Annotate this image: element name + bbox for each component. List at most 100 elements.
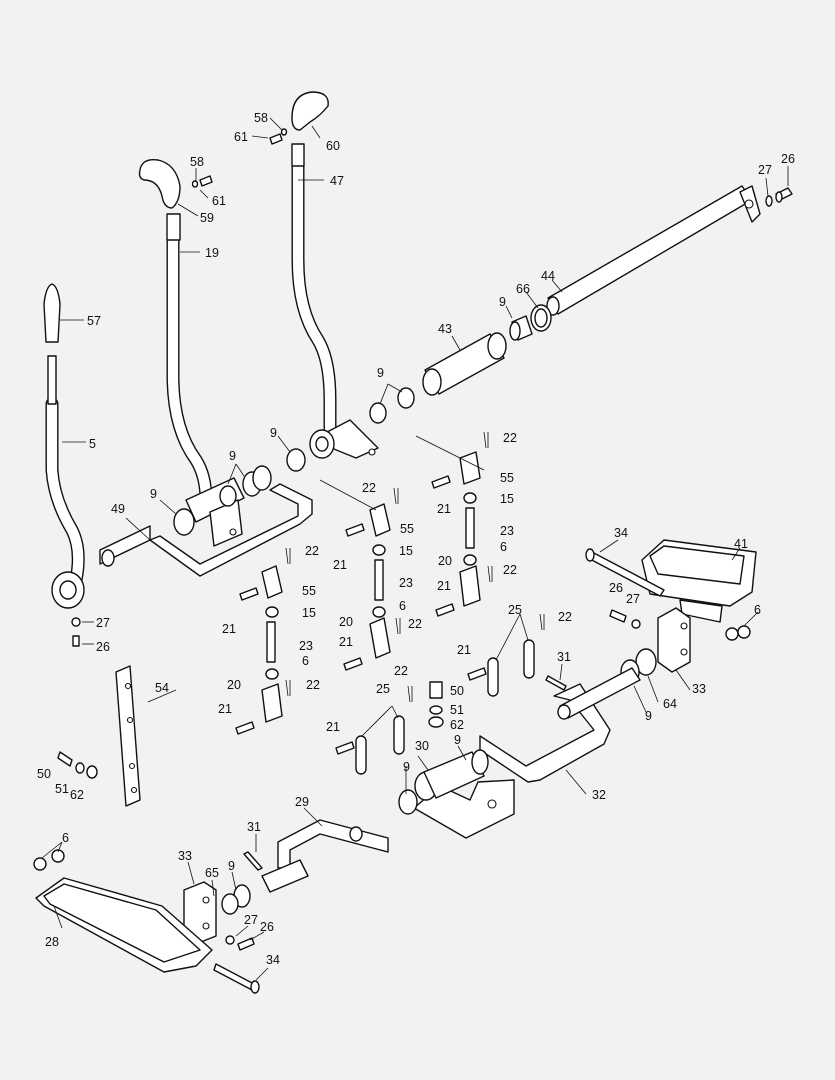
callout-label: 21: [218, 702, 232, 716]
bushings-9-pair: [369, 387, 415, 424]
callout-label: 26: [260, 920, 274, 934]
callout-label: 65: [205, 866, 219, 880]
callout-label: 20: [339, 615, 353, 629]
callout-label: 55: [500, 471, 514, 485]
callout-label: 61: [234, 130, 248, 144]
lever-47: [291, 143, 379, 459]
pin-31-left: [243, 851, 263, 871]
callout-label: 26: [609, 581, 623, 595]
callout-label: 25: [376, 682, 390, 696]
bolt-26-27-left: [225, 935, 255, 951]
callout-label: 23: [299, 639, 313, 653]
callout-label: 20: [227, 678, 241, 692]
leader-lines: [41, 117, 789, 981]
bracket-33-right: [657, 607, 691, 673]
bolt-26-27-right: [609, 609, 641, 629]
links-25-right: [487, 639, 535, 697]
callout-label: 66: [516, 282, 530, 296]
knob-60: [291, 91, 329, 131]
callout-label: 22: [362, 481, 376, 495]
callout-label: 9: [150, 487, 157, 501]
callout-label: 29: [295, 795, 309, 809]
pedal-41: [641, 539, 757, 623]
callout-label: 9: [499, 295, 506, 309]
callout-label: 22: [558, 610, 572, 624]
callout-label: 50: [37, 767, 51, 781]
bolt-34-bottom: [213, 963, 260, 994]
bolt-50-51-62-left: [57, 751, 98, 779]
callout-label: 15: [500, 492, 514, 506]
bolt-50-51-62: [428, 681, 444, 728]
callout-label: 31: [557, 650, 571, 664]
cotter-pins-22: [285, 431, 545, 703]
lever-19: [166, 213, 213, 507]
sleeve-43: [422, 332, 507, 396]
callout-label: 54: [155, 681, 169, 695]
callout-label: 43: [438, 322, 452, 336]
plate-54: [115, 665, 141, 807]
callout-label: 27: [244, 913, 258, 927]
callout-label: 15: [302, 606, 316, 620]
callout-label: 57: [87, 314, 101, 328]
callout-label: 33: [178, 849, 192, 863]
bolt-26-left: [72, 635, 80, 647]
callout-label: 55: [302, 584, 316, 598]
callout-label: 21: [222, 622, 236, 636]
callout-label: 9: [454, 733, 461, 747]
pedal-28: [35, 877, 213, 973]
callout-label: 21: [326, 720, 340, 734]
callout-label: 51: [55, 782, 69, 796]
lever-5: [45, 355, 85, 609]
callout-label: 9: [228, 859, 235, 873]
callout-label: 59: [200, 211, 214, 225]
nuts-6-right: [725, 625, 751, 641]
callout-label: 41: [734, 537, 748, 551]
callout-label: 22: [408, 617, 422, 631]
callout-label: 34: [614, 526, 628, 540]
bracket-32: [479, 667, 641, 783]
callout-label: 60: [326, 139, 340, 153]
callout-label: 34: [266, 953, 280, 967]
callout-label: 9: [229, 449, 236, 463]
nuts-6-left: [33, 849, 65, 871]
callout-label: 32: [592, 788, 606, 802]
callout-label: 6: [399, 599, 406, 613]
pivot-shaft-44: [546, 185, 761, 316]
callout-label: 9: [645, 709, 652, 723]
callout-label: 5: [89, 437, 96, 451]
bolt-26-top: [775, 187, 793, 203]
frame-49: [99, 477, 313, 577]
callout-label: 15: [399, 544, 413, 558]
bushing-9-upper: [509, 315, 533, 341]
callout-label: 55: [400, 522, 414, 536]
callout-label: 62: [450, 718, 464, 732]
screw-61-58-mid: [191, 175, 213, 188]
callouts: 26 27 44 66 9 43 9 9 58 61 60 47 58 61 5…: [37, 111, 795, 967]
callout-label: 6: [500, 540, 507, 554]
callout-label: 22: [503, 431, 517, 445]
knob-57: [43, 283, 61, 343]
bracket-29: [261, 819, 389, 893]
callout-label: 30: [415, 739, 429, 753]
callout-label: 27: [758, 163, 772, 177]
callout-label: 23: [500, 524, 514, 538]
callout-label: 20: [438, 554, 452, 568]
callout-label: 64: [663, 697, 677, 711]
callout-label: 28: [45, 935, 59, 949]
callout-label: 51: [450, 703, 464, 717]
callout-label: 58: [254, 111, 268, 125]
callout-label: 49: [111, 502, 125, 516]
callout-label: 31: [247, 820, 261, 834]
ring-66: [530, 304, 552, 332]
linkage-group-left: [235, 565, 283, 735]
callout-label: 62: [70, 788, 84, 802]
callout-label: 44: [541, 269, 555, 283]
pin-31-right: [545, 675, 567, 691]
callout-label: 21: [339, 635, 353, 649]
callout-label: 21: [437, 579, 451, 593]
callout-label: 27: [626, 592, 640, 606]
callout-label: 22: [394, 664, 408, 678]
callout-label: 6: [302, 654, 309, 668]
callout-label: 22: [305, 544, 319, 558]
